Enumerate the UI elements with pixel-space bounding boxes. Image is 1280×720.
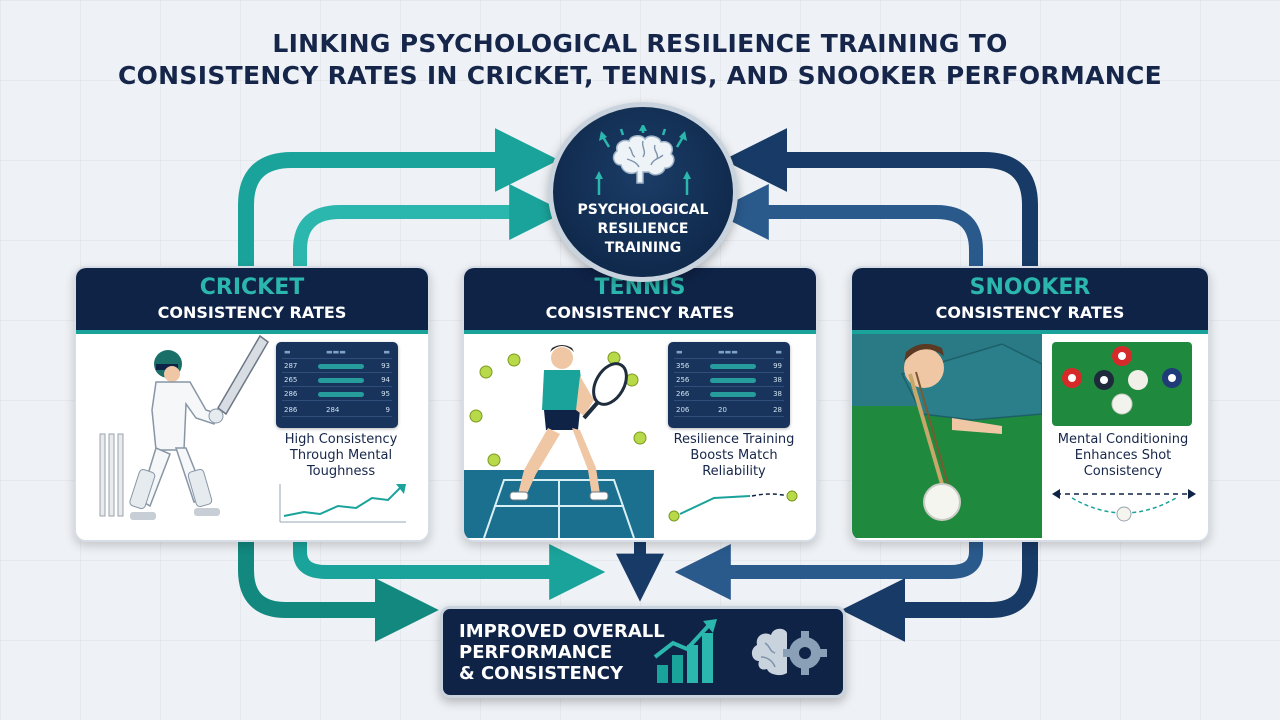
cricket-caption-line: High Consistency: [284, 432, 398, 447]
outcome-label: IMPROVED OVERALL PERFORMANCE & CONSISTEN…: [459, 621, 679, 684]
hub-label-line-3: TRAINING: [604, 240, 682, 256]
snooker-panel: SNOOKER CONSISTENCY RATES Mental Conditi…: [850, 266, 1210, 542]
cricket-panel-header: CRICKET CONSISTENCY RATES: [76, 268, 428, 330]
tennis-accent-bar: [464, 330, 816, 334]
outcome-line-2: PERFORMANCE: [459, 642, 613, 663]
cricket-caption-line: Through Mental: [289, 448, 393, 463]
arrow-right-outer-bottom: [841, 535, 1038, 642]
snooker-player-illustration: [852, 334, 1042, 538]
cricket-caption-line: Toughness: [306, 464, 376, 479]
snooker-accent-bar: [852, 330, 1208, 334]
tennis-ball-trajectory: [668, 490, 798, 522]
tennis-caption-line: Boosts Match: [690, 448, 778, 463]
cricket-caption: High Consistency Through Mental Toughnes…: [266, 432, 416, 480]
cricket-accent-bar: [76, 330, 428, 334]
snooker-caption-line: Enhances Shot: [1074, 448, 1172, 463]
arrow-left-inner-top: [293, 184, 566, 275]
snooker-panel-header: SNOOKER CONSISTENCY RATES: [852, 268, 1208, 330]
outcome-line-1: IMPROVED OVERALL: [459, 621, 665, 642]
improved-performance-box: IMPROVED OVERALL PERFORMANCE & CONSISTEN…: [440, 606, 846, 698]
cricket-subtitle: CONSISTENCY RATES: [157, 303, 347, 322]
snooker-shot-path: [1052, 489, 1196, 522]
tennis-caption-line: Reliability: [702, 464, 766, 479]
table-header-row: ▬▬▬▬▬: [674, 346, 784, 359]
tennis-player-illustration: [464, 345, 654, 538]
arrow-right-inner-top: [712, 184, 983, 275]
arrow-right-outer-top: [723, 128, 1038, 275]
brain-icon: [595, 125, 691, 195]
tennis-subtitle: CONSISTENCY RATES: [545, 303, 735, 322]
cricket-trend-line: [279, 484, 406, 523]
table-header-row: ▬▬▬▬▬: [282, 346, 392, 359]
resilience-training-hub: PSYCHOLOGICAL RESILIENCE TRAINING: [548, 102, 738, 282]
title-line-2: CONSISTENCY RATES IN CRICKET, TENNIS, AN…: [117, 61, 1162, 90]
hub-label: PSYCHOLOGICAL RESILIENCE TRAINING: [553, 201, 733, 258]
arrow-left-outer-top: [238, 128, 559, 275]
title-line-1: LINKING PSYCHOLOGICAL RESILIENCE TRAININ…: [272, 29, 1008, 58]
outcome-line-3: & CONSISTENCY: [459, 663, 624, 684]
arrow-left-inner-bottom: [293, 535, 606, 600]
snooker-subtitle: CONSISTENCY RATES: [935, 303, 1125, 322]
snooker-caption-line: Consistency: [1083, 464, 1163, 479]
cricketer-illustration: [99, 334, 269, 520]
growth-chart-icon: [653, 619, 717, 683]
snooker-sport-name: SNOOKER: [969, 275, 1091, 300]
snooker-caption-line: Mental Conditioning: [1057, 432, 1189, 447]
brain-gear-icon: [751, 628, 827, 676]
arrow-left-outer-bottom: [238, 535, 439, 642]
tennis-caption: Resilience Training Boosts Match Reliabi…: [660, 432, 808, 480]
hub-label-line-1: PSYCHOLOGICAL: [577, 202, 709, 218]
tennis-caption-line: Resilience Training: [673, 432, 795, 447]
hub-label-line-2: RESILIENCE: [597, 221, 689, 237]
page-title: LINKING PSYCHOLOGICAL RESILIENCE TRAININ…: [0, 28, 1280, 92]
snooker-caption: Mental Conditioning Enhances Shot Consis…: [1042, 432, 1204, 480]
snooker-balls-rack: [1052, 342, 1192, 426]
cricket-sport-name: CRICKET: [199, 275, 305, 300]
arrow-right-inner-bottom: [674, 535, 983, 600]
snooker-balls-icon: [1062, 346, 1182, 415]
